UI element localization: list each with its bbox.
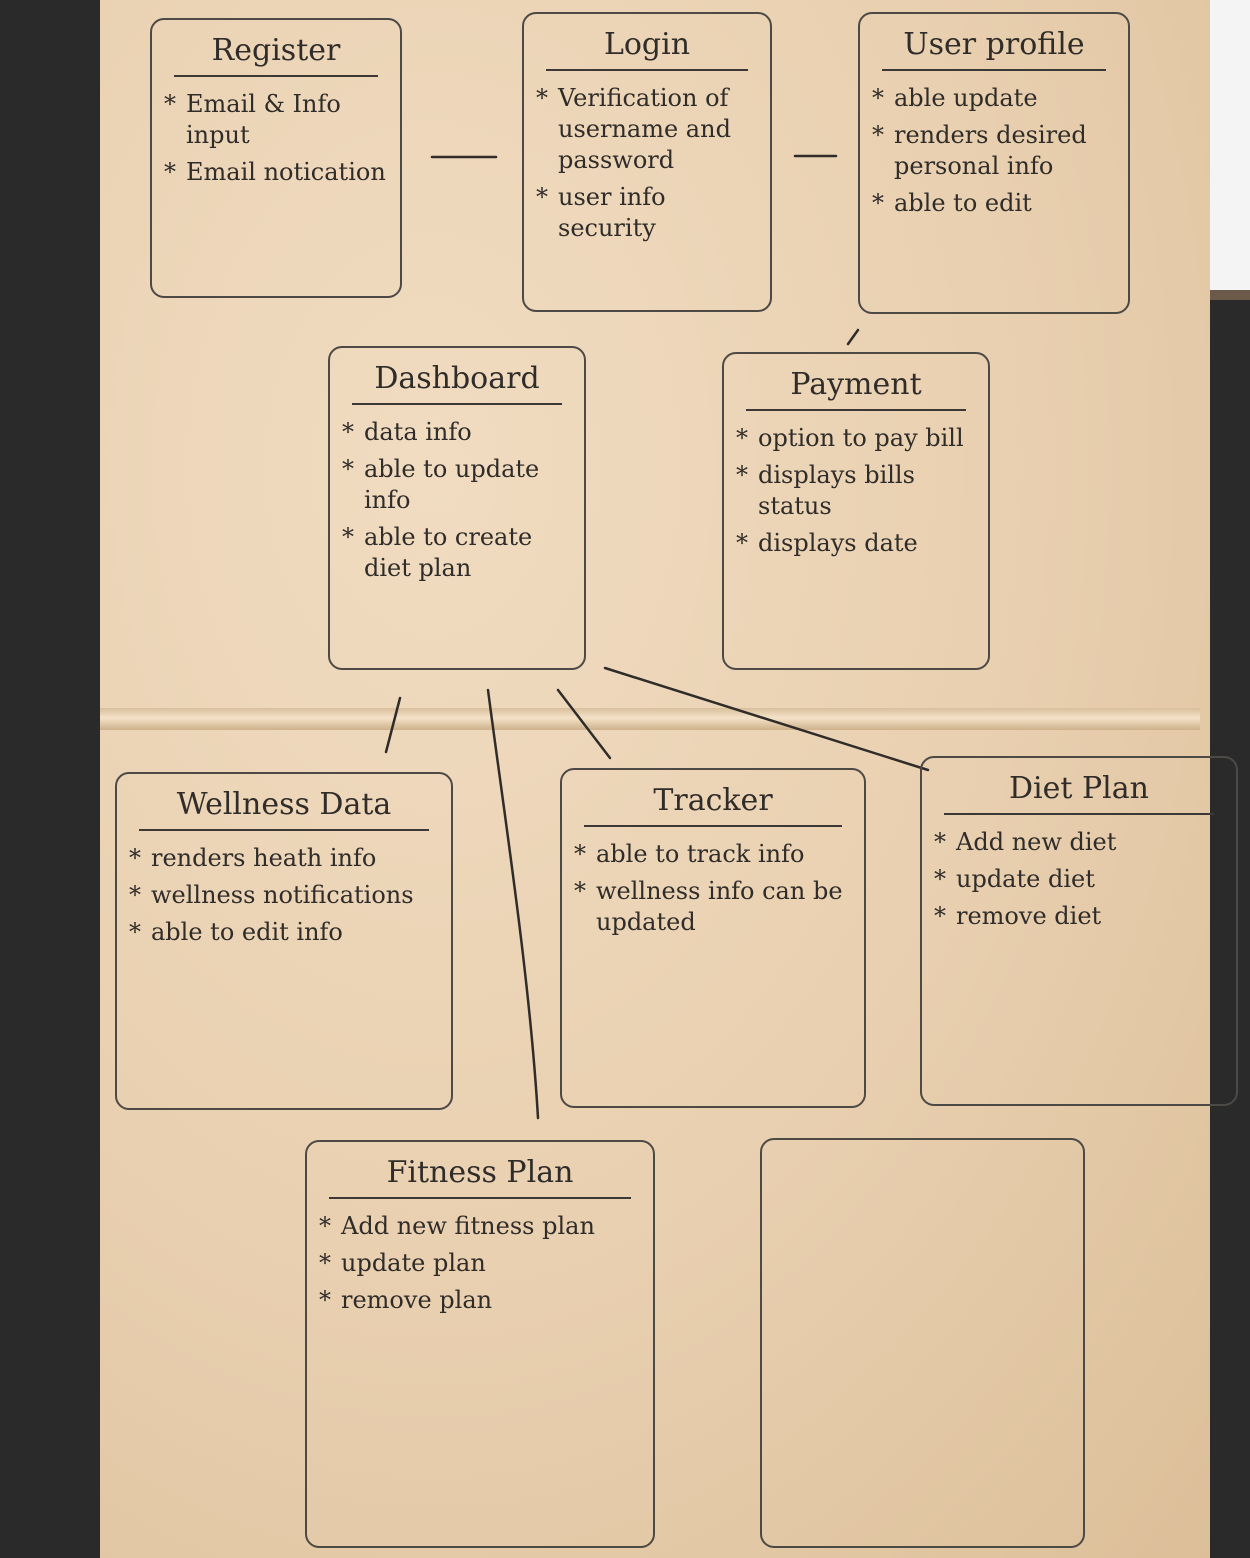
payment-item: displays bills status <box>736 460 976 522</box>
payment-item: option to pay bill <box>736 423 976 454</box>
fitness-plan-item: remove plan <box>319 1285 641 1316</box>
link-dashboard-wellness <box>384 696 402 754</box>
link-dashboard-fitness <box>486 688 540 1120</box>
dashboard-item: able to create diet plan <box>342 522 572 584</box>
login-item: user info security <box>536 182 758 244</box>
user-profile-item: renders desired personal info <box>872 120 1116 182</box>
link-dashboard-tracker <box>556 688 612 760</box>
fitness-plan-title: Fitness Plan <box>329 1155 631 1199</box>
diet-plan-title: Diet Plan <box>944 771 1214 815</box>
tracker-card: Tracker able to track info wellness info… <box>560 768 866 1108</box>
diet-plan-item: Add new diet <box>934 827 1224 858</box>
register-title: Register <box>174 33 378 77</box>
register-item: Email notication <box>164 157 388 188</box>
dashboard-item: able to update info <box>342 454 572 516</box>
diet-plan-item: update diet <box>934 864 1224 895</box>
notebook-page <box>100 0 1210 1558</box>
dashboard-title: Dashboard <box>352 361 562 405</box>
register-item: Email & Info input <box>164 89 388 151</box>
tracker-item: wellness info can be updated <box>574 876 852 938</box>
page-fold <box>100 708 1200 730</box>
user-profile-title: User profile <box>882 27 1106 71</box>
empty-card <box>760 1138 1085 1548</box>
fitness-plan-card: Fitness Plan Add new fitness plan update… <box>305 1140 655 1548</box>
fitness-plan-item: Add new fitness plan <box>319 1211 641 1242</box>
user-profile-item: able update <box>872 83 1116 114</box>
tracker-title: Tracker <box>584 783 842 827</box>
wellness-data-title: Wellness Data <box>139 787 429 831</box>
payment-card: Payment option to pay bill displays bill… <box>722 352 990 670</box>
user-profile-item: able to edit <box>872 188 1116 219</box>
payment-title: Payment <box>746 367 966 411</box>
user-profile-card: User profile able update renders desired… <box>858 12 1130 314</box>
link-profile-tick <box>846 328 860 346</box>
diet-plan-item: remove diet <box>934 901 1224 932</box>
wellness-data-card: Wellness Data renders heath info wellnes… <box>115 772 453 1110</box>
login-item: Verification of username and password <box>536 83 758 177</box>
wellness-data-item: wellness notifications <box>129 880 439 911</box>
dashboard-card: Dashboard data info able to update info … <box>328 346 586 670</box>
link-dashboard-diet <box>603 666 930 772</box>
register-card: Register Email & Info input Email notica… <box>150 18 402 298</box>
diet-plan-card: Diet Plan Add new diet update diet remov… <box>920 756 1238 1106</box>
dashboard-item: data info <box>342 417 572 448</box>
fitness-plan-item: update plan <box>319 1248 641 1279</box>
payment-item: displays date <box>736 528 976 559</box>
wellness-data-item: able to edit info <box>129 917 439 948</box>
tracker-item: able to track info <box>574 839 852 870</box>
login-card: Login Verification of username and passw… <box>522 12 772 312</box>
login-title: Login <box>546 27 748 71</box>
wellness-data-item: renders heath info <box>129 843 439 874</box>
